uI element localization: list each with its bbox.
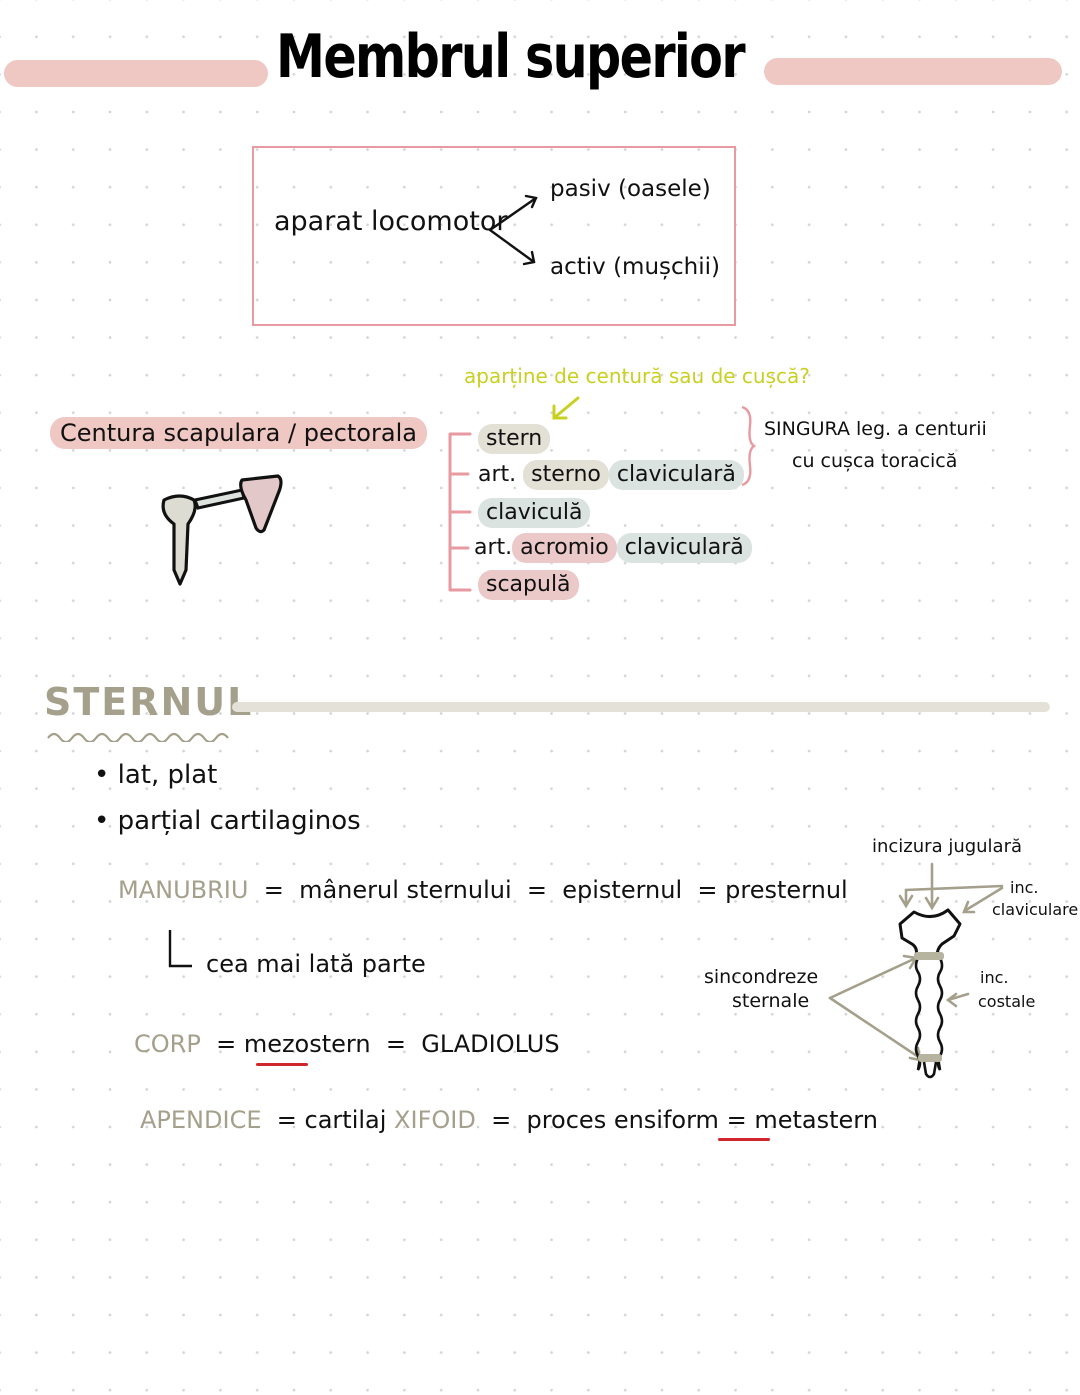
apendice-eq1: cartilaj xyxy=(304,1106,387,1134)
list-item-scapula: scapulă xyxy=(478,570,579,600)
bullet-text: parțial cartilaginos xyxy=(117,806,361,836)
apendice-eq3-underlined: meta xyxy=(754,1106,817,1134)
curly-brace-icon xyxy=(741,405,757,487)
branch-passive: pasiv (oasele) xyxy=(550,176,711,202)
manubriu-line: MANUBRIU = mânerul sternului = episternu… xyxy=(118,876,848,904)
title-bar-left xyxy=(4,60,268,87)
apendice-line: APENDICE = cartilaj XIFOID = proces ensi… xyxy=(140,1106,878,1134)
item-text: art. xyxy=(478,462,517,487)
equals-sign: = xyxy=(697,876,718,904)
label-sincondreze-1: sincondreze xyxy=(704,966,819,988)
corp-eq1-rest: stern xyxy=(309,1030,371,1058)
equals-sign: = xyxy=(491,1106,512,1134)
page-title: Membrul superior xyxy=(276,22,746,92)
item-text: claviculară xyxy=(616,533,752,563)
item-text: art. xyxy=(474,535,513,560)
question-arrow-icon xyxy=(552,396,580,420)
note-line-2: cu cușca toracică xyxy=(792,450,958,472)
item-text: scapulă xyxy=(478,570,579,600)
sternum-drawing xyxy=(828,862,1004,1079)
manubriu-term: MANUBRIU xyxy=(118,876,249,904)
locomotor-box xyxy=(252,146,736,326)
equals-sign: = xyxy=(385,1030,406,1058)
label-inc-claviculare-2: claviculare xyxy=(992,900,1079,919)
bullet-dot: • xyxy=(94,760,110,790)
red-underline-mezo xyxy=(256,1063,308,1066)
manubriu-note: cea mai lată parte xyxy=(206,950,426,978)
section-divider xyxy=(232,702,1050,712)
label-incizura-jugulara: incizura jugulară xyxy=(872,836,1023,857)
list-item-stern: stern xyxy=(478,424,551,454)
branch-active: activ (mușchii) xyxy=(550,254,720,280)
equals-sign: = xyxy=(263,876,284,904)
equals-sign: = xyxy=(726,1106,747,1134)
apendice-term: APENDICE xyxy=(140,1106,262,1134)
label-inc-claviculare-1: inc. xyxy=(1010,878,1039,897)
wavy-underline xyxy=(47,732,229,742)
bullet-text: lat, plat xyxy=(117,760,218,790)
section-title-sternul: STERNUL xyxy=(44,680,254,724)
bullet-2: • parțial cartilaginos xyxy=(94,806,361,836)
equals-sign: = xyxy=(216,1030,237,1058)
equals-sign: = xyxy=(276,1106,297,1134)
apendice-eq2: proces ensiform xyxy=(526,1106,719,1134)
shoulder-girdle-drawing xyxy=(161,474,283,586)
label-inc-costale-2: costale xyxy=(978,992,1036,1011)
red-underline-meta xyxy=(718,1138,770,1141)
manubriu-eq2: episternul xyxy=(562,876,683,904)
locomotor-root: aparat locomotor xyxy=(274,206,508,237)
note-line-1: SINGURA leg. a centurii xyxy=(764,418,987,440)
manubriu-eq3: presternul xyxy=(725,876,848,904)
item-text: acromio xyxy=(512,533,617,563)
question-note: aparține de centură sau de cușcă? xyxy=(464,364,810,388)
bullet-dot: • xyxy=(94,806,110,836)
bullet-1: • lat, plat xyxy=(94,760,217,790)
corp-eq1-underlined: mezo xyxy=(243,1030,310,1058)
equals-sign: = xyxy=(526,876,547,904)
centura-label: Centura scapulara / pectorala xyxy=(50,417,427,449)
item-text: claviculă xyxy=(478,498,591,528)
corp-eq2: GLADIOLUS xyxy=(421,1030,560,1058)
list-bracket xyxy=(448,432,472,592)
corp-term: CORP xyxy=(134,1030,201,1058)
item-text: stern xyxy=(478,424,551,454)
item-text: sterno xyxy=(523,460,609,490)
title-bar-right xyxy=(764,58,1062,85)
corp-line: CORP = mezostern = GLADIOLUS xyxy=(134,1030,560,1058)
label-inc-costale-1: inc. xyxy=(980,968,1009,987)
corner-arrow-icon xyxy=(168,930,192,968)
list-item-clavicula: claviculă xyxy=(478,498,591,528)
manubriu-eq1: mânerul sternului xyxy=(299,876,512,904)
apendice-eq3-rest: stern xyxy=(816,1106,878,1134)
item-text: claviculară xyxy=(608,460,744,490)
label-sincondreze-2: sternale xyxy=(732,990,810,1012)
branch-arrows-icon xyxy=(488,194,538,266)
apendice-eq1-term: XIFOID xyxy=(394,1106,476,1134)
